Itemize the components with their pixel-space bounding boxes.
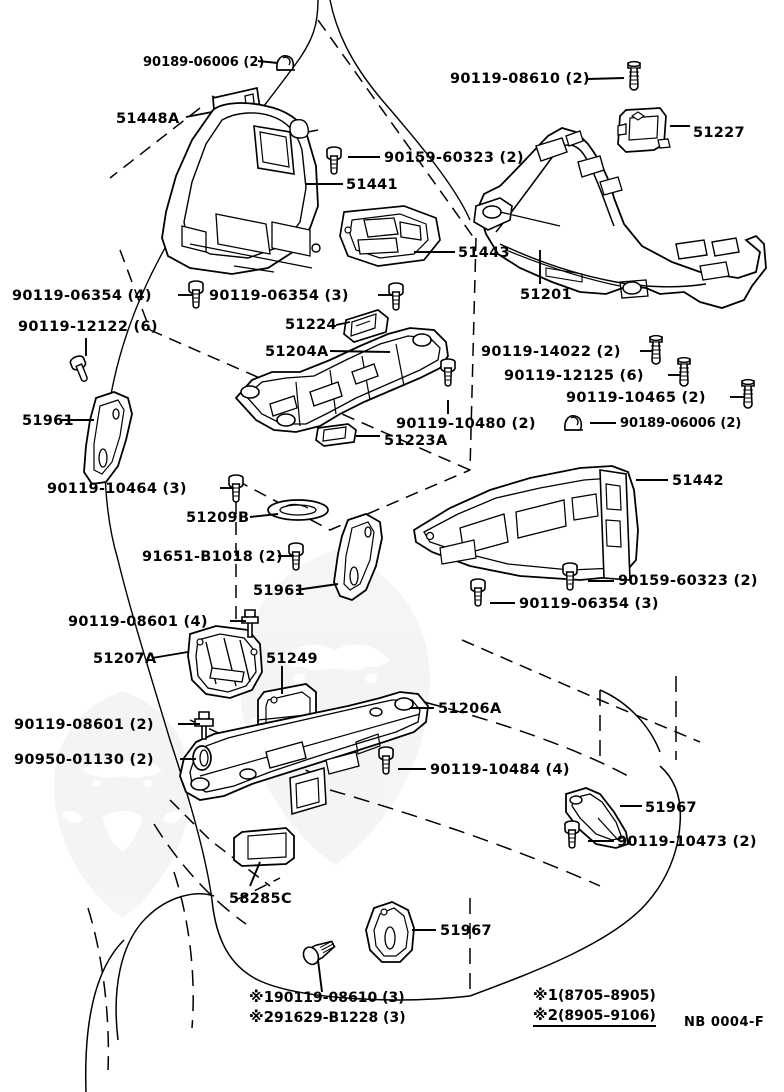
- part-label-90119-12122-6: 90119-12122 (6): [18, 319, 158, 335]
- part-51227-stopper: [617, 107, 671, 153]
- part-label-90950-01130-2: 90950-01130 (2): [14, 752, 154, 768]
- part-label-51441: 51441: [346, 177, 398, 193]
- fastener-90119-12125: [677, 356, 691, 387]
- part-label-91651-b1018-2: 91651-B1018 (2): [142, 549, 283, 565]
- part-51961-bracket-left: [83, 391, 133, 485]
- date-range-marker-1: ※1: [533, 986, 559, 1004]
- part-label-51967: 51967: [645, 800, 697, 816]
- part-51207A-bracket: [187, 625, 263, 699]
- part-label-51206a: 51206A: [438, 701, 502, 717]
- part-label-90189-06006-2: 90189-06006 (2): [143, 55, 265, 70]
- fastener-90119-12122: [69, 355, 88, 382]
- part-51967-bracket-right: [565, 787, 630, 849]
- part-label-51223a: 51223A: [384, 433, 448, 449]
- fastener-90119-10473: [564, 820, 580, 849]
- fastener-90119-08601-4x: [241, 609, 259, 638]
- part-label-90119-08601-4: 90119-08601 (4): [68, 614, 208, 630]
- part-label-90119-14022-2: 90119-14022 (2): [481, 344, 621, 360]
- part-label-90119-06354-3: 90119-06354 (3): [519, 596, 659, 612]
- part-label-90159-60323-2: 90159-60323 (2): [618, 573, 758, 589]
- part-label-51967: 51967: [440, 923, 492, 939]
- fastener-90119-06354-3x-lower: [470, 578, 486, 607]
- part-51441-under-cover: [161, 102, 321, 275]
- part-label-90119-08601-2: 90119-08601 (2): [14, 717, 154, 733]
- part-51442-under-cover: [413, 465, 639, 581]
- part-label-51207a: 51207A: [93, 651, 157, 667]
- part-51224-cushion: [343, 309, 389, 343]
- part-label-90119-10473-2: 90119-10473 (2): [617, 834, 757, 850]
- part-label-58285c: 58285C: [229, 891, 292, 907]
- part-label-90119-10464-3: 90119-10464 (3): [47, 481, 187, 497]
- rear-body-outline: [84, 689, 682, 1092]
- part-label-51249: 51249: [266, 651, 318, 667]
- part-label-51204a: 51204A: [265, 344, 329, 360]
- fastener-90119-06354-3x-upper: [388, 282, 404, 311]
- part-label-51209b: 51209B: [186, 510, 250, 526]
- footnote-part-1: ※190119-08610 (3): [249, 988, 405, 1006]
- part-51206A-crossmember: [179, 691, 429, 815]
- footnote-part-text-1: 90119-08610 (3): [274, 990, 405, 1006]
- footnote-marker-2: ※2: [249, 1008, 275, 1026]
- footnote-part-2: ※291629-B1228 (3): [249, 1008, 406, 1026]
- part-51967-bracket-bottom: [365, 901, 415, 963]
- fastener-90159-60323-upper: [326, 146, 342, 175]
- footnote-part-text-2: 91629-B1228 (3): [274, 1010, 406, 1026]
- part-label-90189-06006-2: 90189-06006 (2): [620, 416, 742, 431]
- date-range-text-1: (8705–8905): [558, 988, 656, 1004]
- part-label-51961: 51961: [253, 583, 305, 599]
- fastener-90950-01130-grommet: [192, 745, 212, 771]
- part-label-51448a: 51448A: [116, 111, 180, 127]
- part-label-51443: 51443: [458, 245, 510, 261]
- fastener-footnote-bolt: [302, 940, 336, 966]
- part-label-90119-10465-2: 90119-10465 (2): [566, 390, 706, 406]
- part-51201-crossmember: [473, 127, 767, 309]
- fastener-90119-10465: [741, 378, 755, 409]
- date-range-marker-2: ※2: [533, 1006, 559, 1024]
- part-51209B-plate: [267, 499, 329, 521]
- part-label-51227: 51227: [693, 125, 745, 141]
- date-range-text-2: (8905–9106): [558, 1008, 656, 1024]
- part-label-90119-06354-4: 90119-06354 (4): [12, 288, 152, 304]
- part-label-90119-06354-3: 90119-06354 (3): [209, 288, 349, 304]
- fastener-90189-06006-upper: [275, 54, 296, 71]
- part-label-90119-10484-4: 90119-10484 (4): [430, 762, 570, 778]
- drawing-code: NB 0004-F: [684, 1015, 765, 1030]
- part-label-90159-60323-2: 90159-60323 (2): [384, 150, 524, 166]
- fastener-90119-10480: [440, 358, 456, 387]
- fastener-90119-14022: [649, 334, 663, 365]
- leader-lines: [62, 60, 744, 993]
- footnote-marker-1: ※1: [249, 988, 275, 1006]
- part-51961-bracket-lower: [333, 513, 383, 601]
- part-58285C-pad: [233, 827, 295, 867]
- part-label-51201: 51201: [520, 287, 572, 303]
- part-label-51224: 51224: [285, 317, 337, 333]
- part-51204A-crossmember: [234, 327, 449, 433]
- part-label-90119-10480-2: 90119-10480 (2): [396, 416, 536, 432]
- date-range-1: ※1(8705–8905): [533, 986, 656, 1004]
- date-range-2: ※2(8905–9106): [533, 1006, 656, 1027]
- part-51223A-pad: [315, 423, 357, 447]
- fastener-90189-06006-lower: [563, 414, 584, 431]
- construction-lines-upper: [109, 19, 477, 531]
- fastener-90119-08610: [627, 60, 641, 91]
- part-label-90119-12125-6: 90119-12125 (6): [504, 368, 644, 384]
- part-label-51442: 51442: [672, 473, 724, 489]
- part-51443-cover-plate: [339, 205, 441, 267]
- part-label-51961: 51961: [22, 413, 74, 429]
- part-label-90119-08610-2: 90119-08610 (2): [450, 71, 590, 87]
- rear-body-dashed: [87, 676, 677, 1071]
